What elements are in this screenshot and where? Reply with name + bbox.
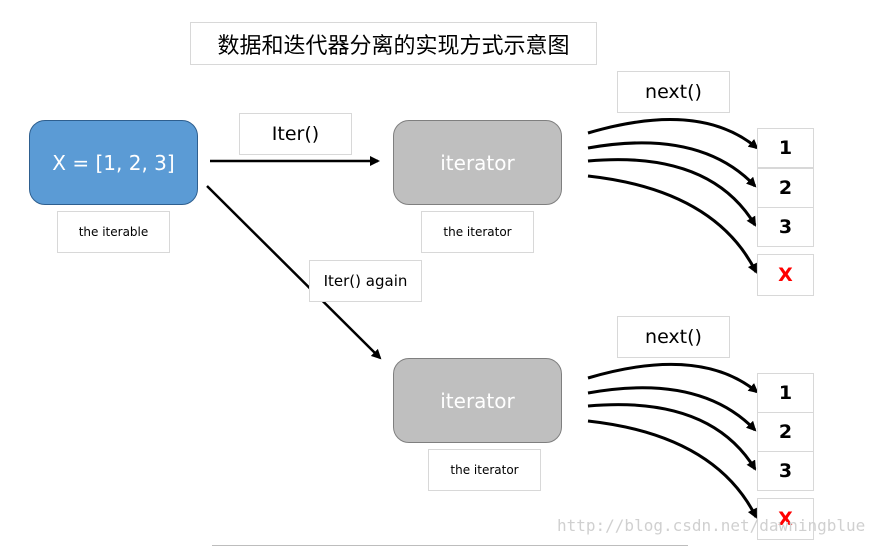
diagram-title: 数据和迭代器分离的实现方式示意图 <box>190 22 597 65</box>
next-label-1: next() <box>617 71 730 113</box>
next-curve-1b <box>587 141 757 188</box>
iterable-caption: the iterable <box>57 211 170 253</box>
next-curve-1d <box>587 174 758 274</box>
watermark: http://blog.csdn.net/dawningblue <box>557 516 866 535</box>
iterable-node: X = [1, 2, 3] <box>29 120 198 205</box>
next-curve-2c <box>587 403 757 471</box>
output-2-stop: X <box>757 498 814 540</box>
iterator-node-1: iterator <box>393 120 562 205</box>
iter-call-label: Iter() <box>239 113 352 155</box>
bottom-divider <box>212 545 688 546</box>
iter-again-label: Iter() again <box>309 260 422 302</box>
next-label-2: next() <box>617 316 730 358</box>
output-2-3: 3 <box>757 451 814 491</box>
iterator-caption-2: the iterator <box>428 449 541 491</box>
output-2-2: 2 <box>757 412 814 452</box>
next-curve-2d <box>587 419 758 519</box>
next-curve-2a <box>587 362 759 394</box>
iterator-node-2: iterator <box>393 358 562 443</box>
next-curve-2b <box>587 386 757 432</box>
output-2-1: 1 <box>757 373 814 413</box>
output-1-3: 3 <box>757 207 814 247</box>
iterator-caption-1: the iterator <box>421 211 534 253</box>
output-1-stop: X <box>757 254 814 296</box>
next-curve-1c <box>587 158 757 227</box>
output-1-2: 2 <box>757 168 814 208</box>
output-1-1: 1 <box>757 128 814 168</box>
iter-again-arrow <box>206 185 382 360</box>
next-curve-1a <box>587 118 759 150</box>
